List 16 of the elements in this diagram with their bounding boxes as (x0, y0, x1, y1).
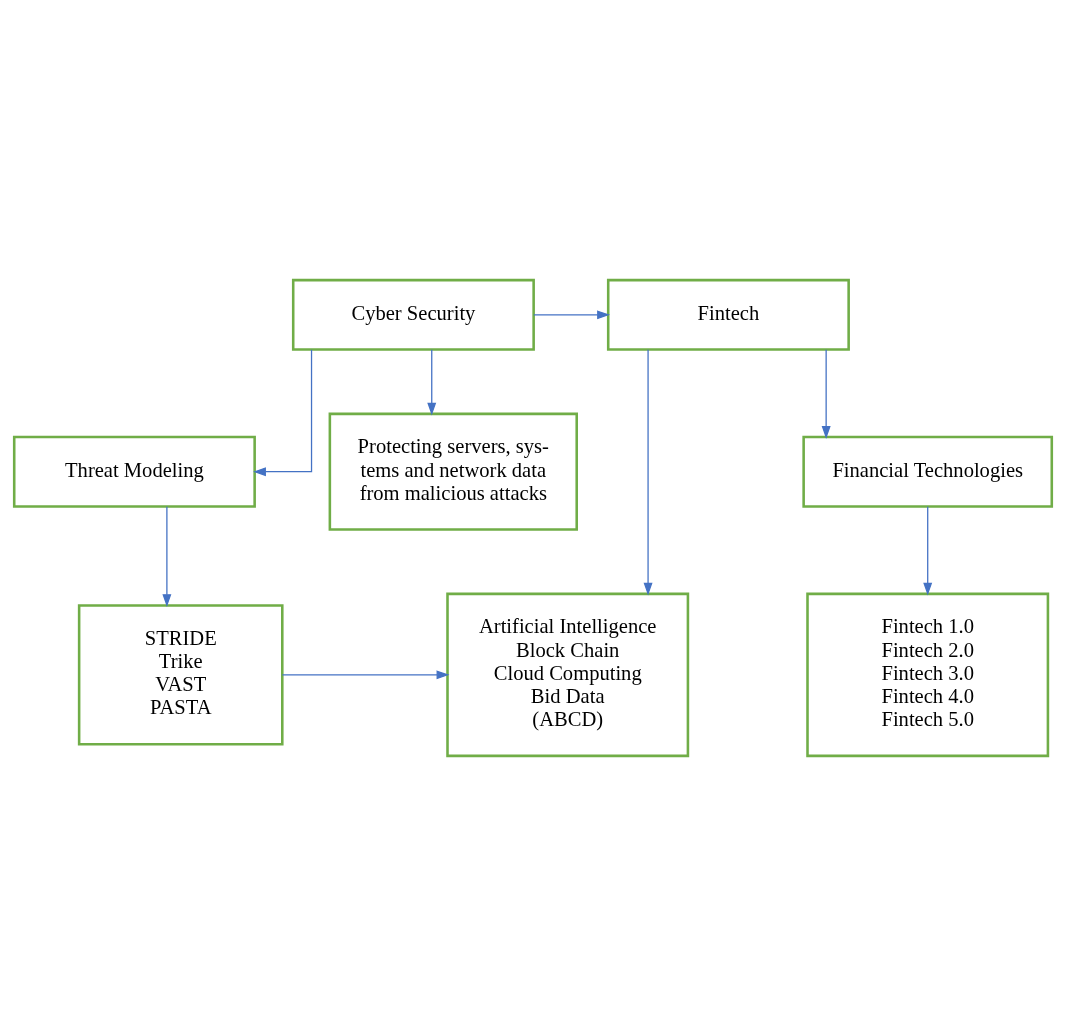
node-box: Financial Technologies (802, 435, 1054, 508)
arrow (253, 348, 313, 476)
node-box: Protecting servers, sys- tems and network data from malicious attacks (328, 412, 578, 531)
node-box: Fintech (606, 278, 850, 351)
node-box: Fintech 1.0 Fintech 2.0 Fintech 3.0 Fintech 4.0 Fintech 5.0 (806, 592, 1050, 757)
arrow (427, 348, 437, 416)
arrow (923, 505, 933, 596)
node-box: STRIDE Trike VAST PASTA (77, 603, 284, 746)
arrow (281, 669, 450, 679)
arrow (643, 348, 653, 596)
node-box: Artificial Intelligence Block Chain Cloud Computing Bid Data (ABCD) (446, 592, 690, 757)
arrow (533, 309, 610, 319)
arrow (821, 348, 831, 439)
node-box: Cyber Security (291, 278, 535, 351)
node-box: Threat Modeling (12, 435, 256, 508)
arrow (162, 505, 172, 607)
